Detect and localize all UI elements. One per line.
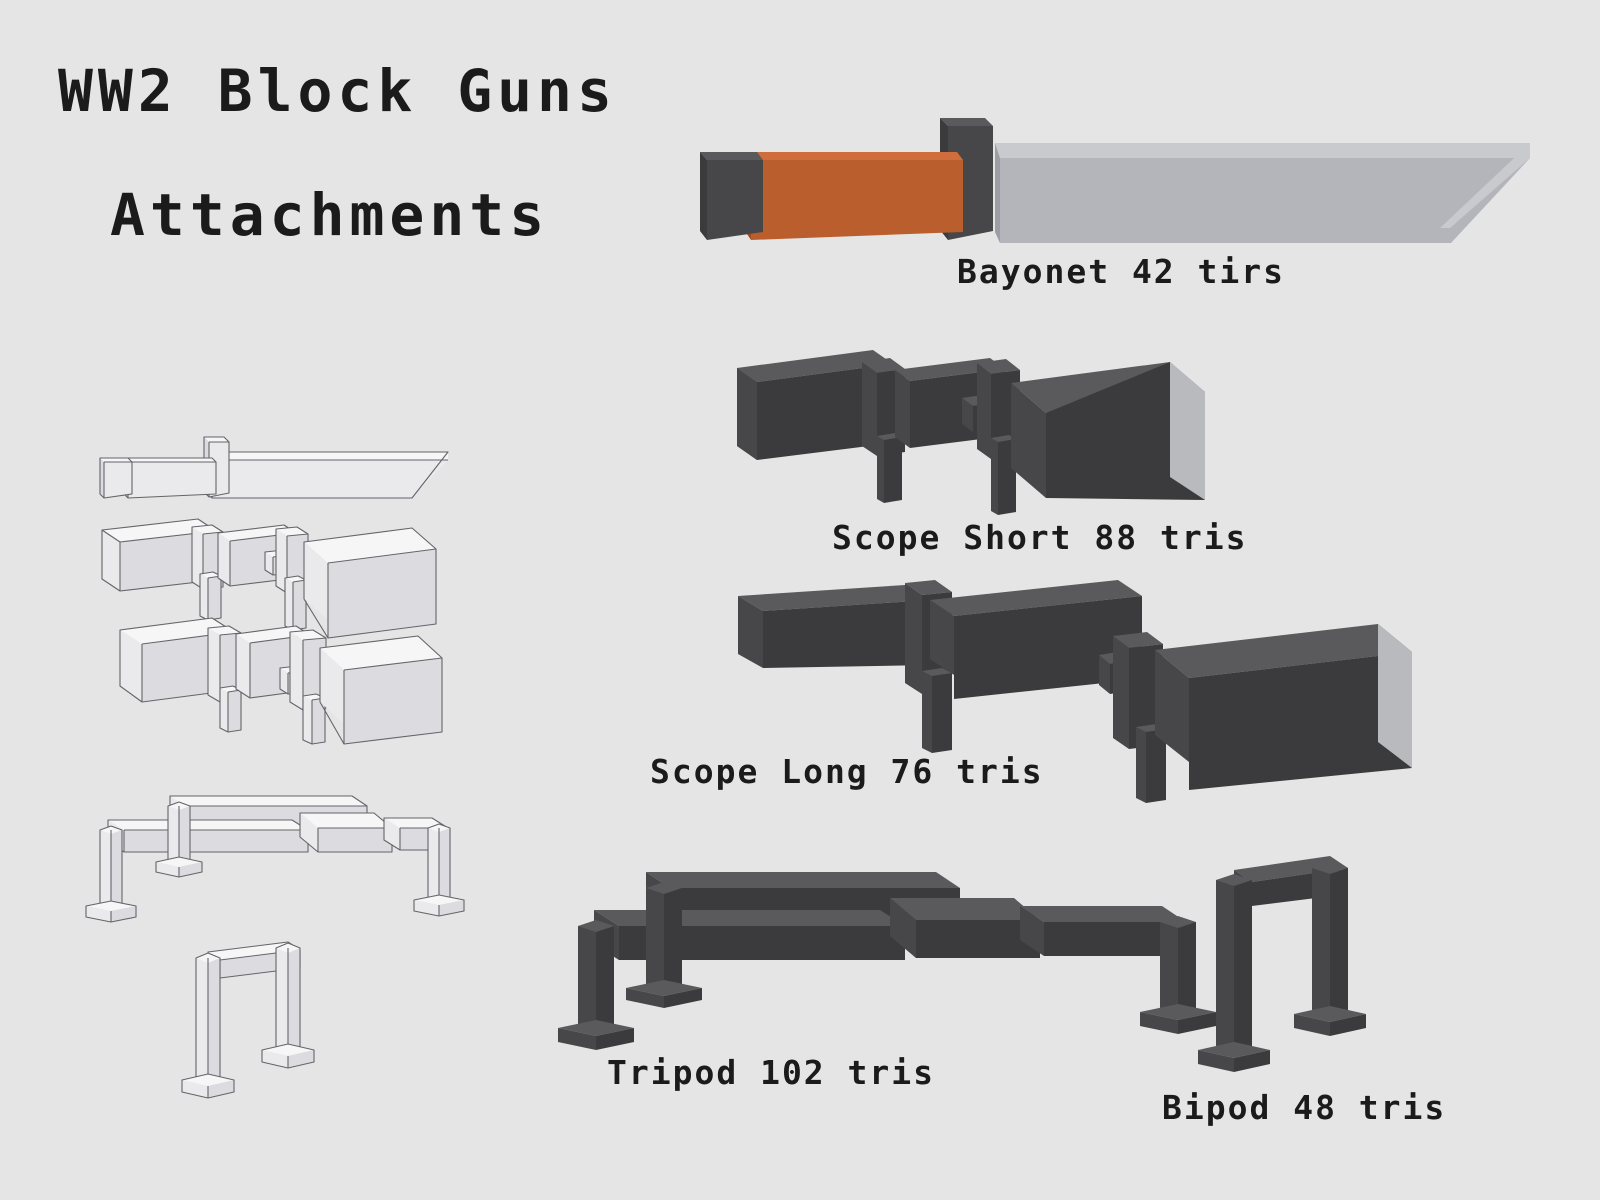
title-line-secondary: Attachments (110, 181, 550, 249)
sheet-title: WW2 Block Guns Attachments (58, 62, 617, 244)
label-scope-short: Scope Short 88 tris (832, 518, 1248, 557)
label-scope-long: Scope Long 76 tris (650, 752, 1044, 791)
title-line-primary: WW2 Block Guns (58, 57, 617, 125)
model-tripod (558, 872, 1216, 1050)
label-tripod: Tripod 102 tris (607, 1053, 936, 1092)
label-bayonet: Bayonet 42 tirs (957, 252, 1286, 291)
model-bayonet (700, 118, 1530, 243)
label-bipod: Bipod 48 tris (1162, 1088, 1447, 1127)
model-scope-short (737, 350, 1205, 515)
model-bipod-wireframe (181, 941, 315, 1099)
model-scope-short-wireframe (101, 518, 437, 639)
model-tripod-wireframe (85, 795, 465, 923)
model-scope-long-wireframe (119, 617, 443, 745)
model-bipod (1198, 856, 1366, 1072)
model-bayonet-wireframe (99, 436, 449, 499)
